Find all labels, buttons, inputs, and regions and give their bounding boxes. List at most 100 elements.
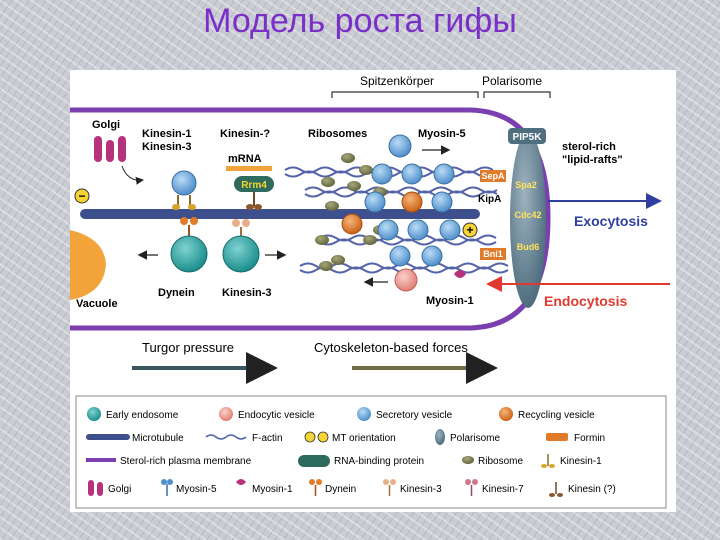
pip5k-label: PIP5K [513, 132, 543, 143]
myosin5-label: Myosin-5 [418, 128, 466, 140]
sepa-label: SepA [481, 171, 505, 181]
legend-rna-binding-icon [298, 455, 330, 467]
mt-minus-end-icon [74, 188, 90, 204]
legend-endocytic-vesicle: Endocytic vesicle [238, 410, 315, 421]
dynein-motor [180, 217, 198, 236]
vacuole-label: Vacuole [76, 298, 118, 310]
dynein-label: Dynein [158, 287, 195, 299]
legend-myosin5-icon [161, 479, 173, 496]
polarisome-complex [510, 132, 546, 308]
f-actin-cable [304, 190, 498, 198]
legend-mt-plus-icon [317, 431, 329, 443]
legend-secretory-vesicle: Secretory vesicle [376, 410, 453, 421]
legend-early-endosome-icon [87, 407, 101, 421]
slide-title: Модель роста гифы [203, 2, 517, 40]
exocytosis-label: Exocytosis [574, 213, 648, 229]
legend-kinesin7: Kinesin-7 [482, 484, 524, 495]
endocytic-vesicle [394, 268, 418, 292]
kinesin-q-label: Kinesin-? [220, 128, 270, 140]
golgi-arrow [121, 165, 144, 185]
kinesin1-motor [172, 195, 196, 210]
legend-rna-binding: RNA-binding protein [334, 456, 424, 467]
bni1-label: Bni1 [483, 249, 503, 259]
mt-minus-label: − [78, 189, 85, 203]
legend-kinesin3: Kinesin-3 [400, 484, 442, 495]
secretory-vesicle-cluster [171, 134, 461, 267]
legend-golgi-icon [88, 480, 94, 496]
myosin1-motor [454, 270, 466, 278]
legend-mt-orientation: MT orientation [332, 433, 396, 444]
legend-plasma-membrane: Sterol-rich plasma membrane [120, 456, 252, 467]
legend-golgi: Golgi [108, 484, 131, 495]
legend-recycling-vesicle-icon [499, 407, 513, 421]
early-endosome [222, 235, 260, 273]
spa2-label: Spa2 [515, 180, 537, 190]
legend-kinesin3-icon [383, 479, 396, 496]
mrna-strand [226, 166, 272, 171]
ribosomes-label: Ribosomes [308, 128, 367, 140]
legend-ribosome: Ribosome [478, 456, 523, 467]
legend-ribosome-icon [462, 456, 474, 464]
legend-formin: Formin [574, 433, 605, 444]
legend-polarisome: Polarisome [450, 433, 500, 444]
kinesin3-label: Kinesin-3 [222, 287, 272, 299]
legend-formin-icon [546, 433, 568, 441]
kinesin3-top-label: Kinesin-3 [142, 141, 192, 153]
legend-microtubule: Microtubule [132, 433, 184, 444]
legend: Early endosome Endocytic vesicle Secreto… [75, 395, 667, 509]
legend-mt-minus-icon [304, 431, 316, 443]
legend-endocytic-vesicle-icon [219, 407, 233, 421]
legend-polarisome-icon [435, 429, 445, 445]
kinesin1-label: Kinesin-1 [142, 128, 192, 140]
polarisome-label: Polarisome [482, 74, 542, 88]
lipid-rafts-label: "lipid-rafts" [562, 154, 623, 166]
legend-plasma-membrane-icon [86, 458, 116, 462]
f-actin-cable [304, 186, 498, 194]
bni1-formin [480, 248, 506, 260]
legend-myosin1: Myosin-1 [252, 484, 293, 495]
legend-f-actin-icon [205, 434, 247, 440]
cytoskeleton-forces-label: Cytoskeleton-based forces [314, 340, 468, 355]
spitzenkorper-bracket [331, 91, 479, 98]
polarisome-bracket [483, 91, 551, 98]
pip5k-box [508, 128, 546, 144]
kinesin-q-motor [246, 192, 262, 210]
legend-kinesin1-icon [541, 454, 555, 468]
turgor-pressure-label: Turgor pressure [142, 340, 234, 355]
microtubule [80, 209, 480, 219]
mt-plus-end-icon [462, 222, 478, 238]
hyphal-growth-diagram: Spitzenkörper Polarisome Vacuole Golgi −… [70, 74, 670, 509]
legend-early-endosome: Early endosome [106, 410, 179, 421]
legend-kinesin-q-icon [549, 482, 563, 497]
mt-plus-label: + [466, 223, 473, 237]
legend-golgi-icon [97, 482, 103, 496]
golgi-cisterna [118, 136, 126, 162]
bud6-label: Bud6 [517, 242, 540, 252]
legend-recycling-vesicle: Recycling vesicle [518, 410, 595, 421]
plasma-membrane [70, 107, 551, 331]
golgi-cisterna [106, 140, 114, 162]
kipa-label: KipA [478, 194, 501, 205]
rrm4-label: Rrm4 [241, 180, 267, 191]
early-endosome [170, 235, 208, 273]
vacuole-shape [70, 230, 106, 300]
rrm4-protein [234, 176, 274, 192]
golgi-label: Golgi [92, 119, 120, 131]
myosin1-label: Myosin-1 [426, 295, 474, 307]
diagram-panel: Spitzenkörper Polarisome Vacuole Golgi −… [70, 70, 676, 512]
golgi-cisterna [94, 136, 102, 162]
mrna-label: mRNA [228, 153, 262, 165]
sterol-rich-label: sterol-rich [562, 141, 616, 153]
spitzenkorper-label: Spitzenkörper [360, 74, 434, 88]
legend-myosin1-icon [236, 479, 246, 485]
legend-kinesin7-icon [465, 479, 478, 496]
kinesin3-motor [232, 219, 250, 236]
legend-box [75, 395, 667, 509]
legend-secretory-vesicle-icon [357, 407, 371, 421]
legend-f-actin: F-actin [252, 433, 283, 444]
recycling-vesicle-cluster [341, 191, 423, 235]
f-actin-cable [319, 238, 497, 246]
cdc42-label: Cdc42 [514, 210, 541, 220]
legend-dynein-icon [309, 479, 322, 496]
sepa-formin [480, 170, 506, 182]
